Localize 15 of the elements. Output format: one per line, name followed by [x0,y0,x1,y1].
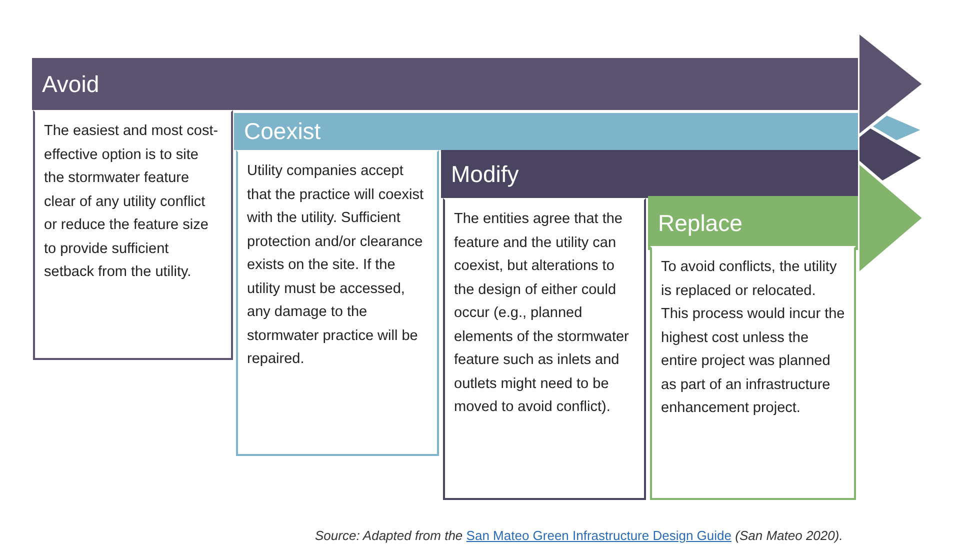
source-note: Source: Adapted from the San Mateo Green Infrastructure Design Guide (San Mateo 2020). [315,527,843,545]
band-heading: Coexist [244,120,321,143]
band-heading: Replace [658,212,742,234]
description-text: Utility companies accept that the practice will coexist with the utility. Sufficient protection and/or clearance exists on the site. If the utility must be accessed, any damage to the stormwater practice will be repaired. [247,162,424,369]
arrow-band [648,196,858,250]
description-box [443,198,646,500]
description-text: The easiest and most cost-effective option is to site the stormwater feature clear of any utility conflict or reduce the feature size to provide sufficient setback from the utility. [44,122,220,282]
band-heading: Modify [451,162,519,186]
description-box [650,246,856,500]
description-box [33,110,233,360]
band-heading: Avoid [42,72,100,96]
description-text: To avoid conflicts, the utility is replaced or relocated. This process would incur the highest cost unless the entire project was planned as part of an infrastructure enhancement project. [661,258,845,418]
description-text: The entities agree that the feature and the utility can coexist, but alterations to the design of either could occur (e.g., planned elements of the stormwater feature such as inlets and outlets might need to be moved to avoid conflict). [454,210,630,417]
source-link: San Mateo Green Infrastructure Design Guide [466,528,732,543]
description-box [236,150,439,456]
